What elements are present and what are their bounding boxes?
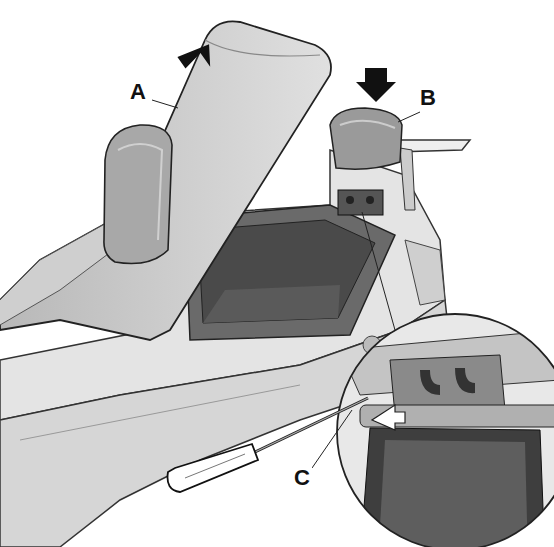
part-letter: A xyxy=(128,80,148,104)
part-letter: B xyxy=(418,86,438,110)
part-letter: C xyxy=(292,466,312,490)
